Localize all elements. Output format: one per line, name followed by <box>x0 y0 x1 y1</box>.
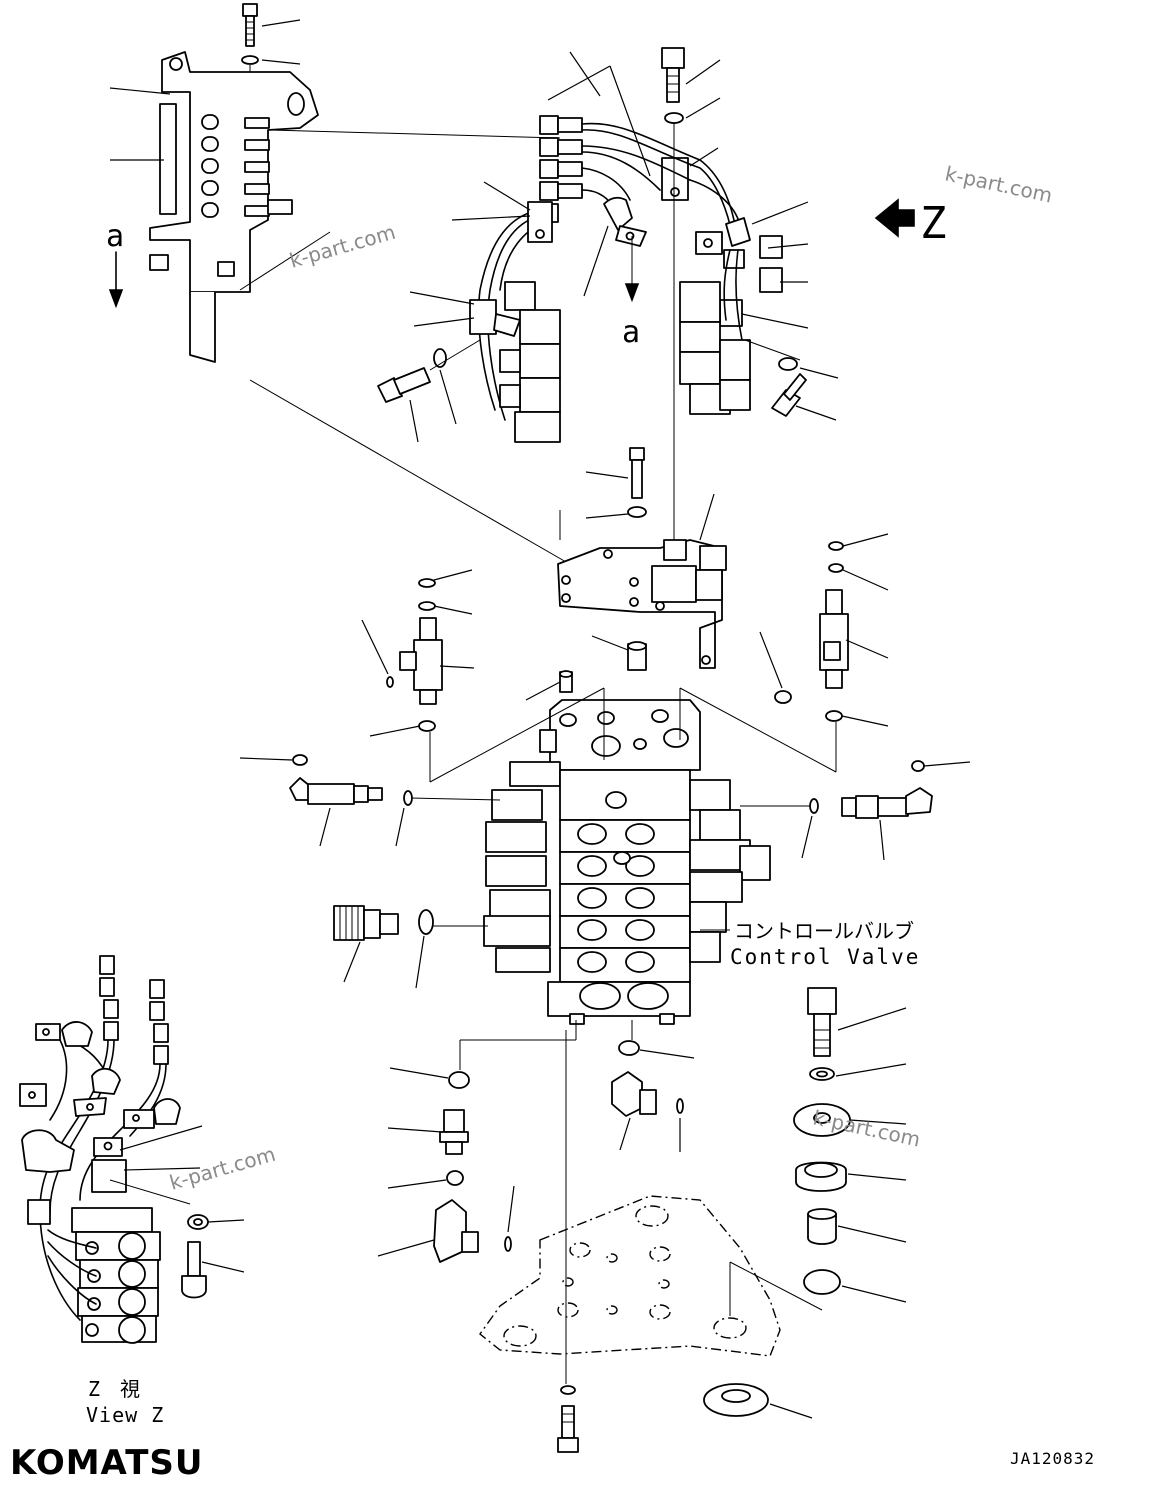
control-valve-label-jp: コントロールバルブ <box>734 919 914 943</box>
watermark-3: k-part.com <box>167 1142 278 1195</box>
lower-fittings <box>377 1020 695 1263</box>
base-plate <box>479 1030 823 1453</box>
drawing-number: JA120832 <box>1010 1449 1095 1468</box>
control-valve-label-en: Control Valve <box>730 945 920 969</box>
control-valve-body <box>409 510 837 1025</box>
watermark-2: k-part.com <box>943 161 1055 207</box>
mount-hardware <box>793 987 907 1303</box>
left-check-fitting <box>361 569 475 737</box>
top-left-bracket <box>109 3 319 363</box>
view-marker-a-left: a <box>106 219 124 309</box>
marker-a-center-label: a <box>622 315 640 350</box>
brand-logo: KOMATSU <box>10 1443 204 1483</box>
right-elbow-fitting <box>801 760 971 861</box>
solenoid-harness-top: a <box>377 47 736 540</box>
solenoid-harness-right <box>679 179 839 421</box>
watermark-4: k-part.com <box>811 1105 923 1151</box>
view-z-inset: Z 視 View Z <box>19 955 245 1427</box>
middle-bracket <box>557 447 727 671</box>
view-z-caption-jp: Z 視 <box>88 1377 140 1401</box>
view-z-arrow-label: Z <box>920 198 947 249</box>
right-check-fitting <box>759 533 889 727</box>
pressure-sensor <box>333 905 434 989</box>
control-valve-label: コントロールバルブ Control Valve <box>700 919 920 969</box>
view-z-arrow: Z <box>874 198 947 249</box>
view-z-caption-en: View Z <box>86 1403 164 1427</box>
watermark-1: k-part.com <box>287 220 398 273</box>
marker-a-left-label: a <box>106 219 124 254</box>
left-elbow-fitting <box>239 754 413 847</box>
